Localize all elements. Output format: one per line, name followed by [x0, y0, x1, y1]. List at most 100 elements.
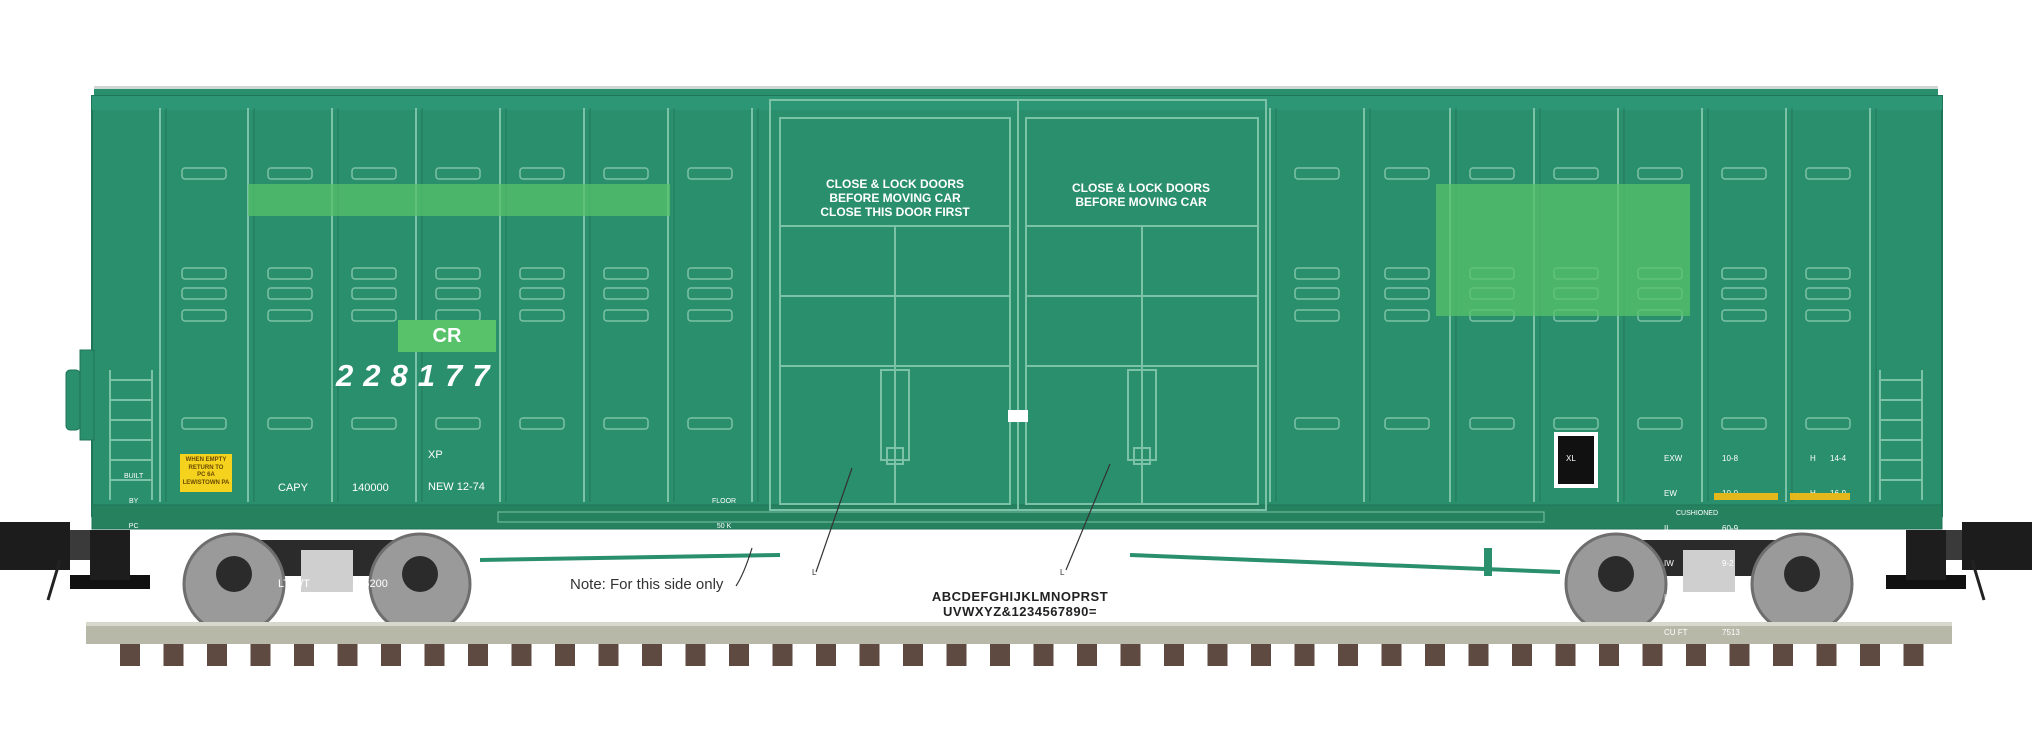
ties	[120, 644, 1924, 666]
panel-slot	[1721, 287, 1767, 300]
highlight-band-left	[248, 184, 670, 216]
reweigh-line: SERVICE	[679, 571, 711, 579]
panel-slot	[181, 309, 227, 322]
panel-slot	[1721, 267, 1767, 280]
side-note: Note: For this side only	[570, 576, 724, 593]
panel-slot	[687, 167, 733, 180]
panel-slot	[1294, 167, 1340, 180]
dimension-label: EXW	[1664, 454, 1683, 464]
panel-slot	[1294, 309, 1340, 322]
panel-slot	[1384, 267, 1430, 280]
spring-pack	[301, 550, 353, 592]
panel-slot	[1469, 417, 1515, 430]
panel-slot	[603, 167, 649, 180]
panel-slot	[603, 287, 649, 300]
dimension-label: IH	[1664, 593, 1672, 603]
tag-line: LEWISTOWN PA	[182, 479, 230, 486]
return-tag: WHEN EMPTY RETURN TO PC 6A LEWISTOWN PA	[180, 454, 232, 492]
yellow-strip-left	[1714, 493, 1778, 500]
warning-line: BEFORE MOVING CAR	[829, 190, 961, 205]
rail-head	[86, 622, 1952, 626]
capacity-label: LT WT	[278, 577, 310, 590]
door-handle	[886, 447, 904, 465]
rail	[86, 622, 1952, 644]
left-ladder	[109, 370, 153, 500]
panel-slot	[351, 417, 397, 430]
panel-slot	[181, 267, 227, 280]
data-plate-text: XL	[1566, 454, 1576, 463]
rail-tie	[1294, 644, 1315, 666]
panel-slot	[1469, 167, 1515, 180]
spring-pack	[1683, 550, 1735, 592]
rail-tie	[468, 644, 488, 666]
roof-cap	[94, 86, 1938, 89]
panel-slot	[519, 267, 565, 280]
rail-tie	[1729, 644, 1750, 666]
panel-slot	[267, 167, 313, 180]
dimension-value: 14-4	[1830, 454, 1847, 464]
dimension-values: 10-8 10-0 60-9 9-2 13-2 7513	[1722, 430, 1740, 662]
leader-label-b: L	[1060, 568, 1065, 577]
rail-tie	[120, 644, 140, 666]
rail-tie	[1599, 644, 1619, 666]
panel-slot	[267, 309, 313, 322]
dimension-value: 9-2	[1722, 558, 1734, 568]
rail-tie	[1512, 644, 1532, 666]
wheel-hub	[1598, 556, 1634, 592]
rail-tie	[816, 644, 836, 666]
capacity-label: CAPY	[278, 481, 308, 494]
right-ladder	[1879, 370, 1923, 500]
panel-slot	[267, 287, 313, 300]
panel-slot	[351, 167, 397, 180]
rail-tie	[163, 644, 184, 666]
car-number: 228177	[336, 358, 500, 393]
wheel-hub	[1784, 556, 1820, 592]
rail-tie	[859, 644, 880, 666]
rail-tie	[1642, 644, 1663, 666]
brake-rod-right	[1129, 553, 1561, 574]
rail-tie	[1338, 644, 1358, 666]
built-date: NEW 12-74	[428, 481, 485, 493]
rail-tie	[381, 644, 401, 666]
door-warning-left: CLOSE & LOCK DOORS BEFORE MOVING CAR CLO…	[820, 177, 970, 219]
panel-slot	[351, 309, 397, 322]
end-stencil-line: PC	[128, 523, 139, 531]
air-reservoir-hanger	[1484, 548, 1492, 576]
panel-slot	[181, 167, 227, 180]
capacity-value: 147800	[352, 529, 389, 542]
rail-tie	[772, 644, 793, 666]
trucks	[182, 532, 1854, 636]
panel-slot	[1384, 287, 1430, 300]
panel-slot	[435, 417, 481, 430]
rail-tie	[729, 644, 749, 666]
panel-slot	[1384, 417, 1430, 430]
warning-line: CLOSE & LOCK DOORS	[825, 177, 964, 191]
panel-slot	[687, 287, 733, 300]
rail-tie	[990, 644, 1010, 666]
door-track	[497, 511, 1545, 523]
floor-line: FLOOR	[712, 497, 737, 505]
alphabet-sample: ABCDEFGHIJKLMNOPRST UVWXYZ&1234567890=	[900, 589, 1140, 620]
rail-tie	[642, 644, 662, 666]
end-stencil: BUILT BY PC	[124, 456, 143, 548]
panel-slot	[1294, 267, 1340, 280]
dimension-label: IL	[1664, 523, 1671, 533]
door-warning-right: CLOSE & LOCK DOORS BEFORE MOVING CAR	[1066, 181, 1216, 210]
yellow-strip-right	[1790, 493, 1850, 500]
alphabet-line: ABCDEFGHIJKLMNOPRST	[931, 589, 1109, 604]
brake-wheel	[65, 349, 95, 441]
warning-line: CLOSE THIS DOOR FIRST	[820, 204, 970, 219]
dimension-right-values: 14-4 16-9	[1830, 430, 1846, 523]
panel-slot	[1805, 417, 1851, 430]
wheel-hub	[402, 556, 438, 592]
rail-tie	[1164, 644, 1184, 666]
capacity-labels: CAPY LD LMT LT WT	[278, 449, 317, 624]
data-plate-inner	[1558, 436, 1594, 484]
rail-tie	[294, 644, 314, 666]
panel-slot	[181, 287, 227, 300]
panel-slot	[1384, 167, 1430, 180]
door-panels	[779, 117, 1259, 505]
end-stencil-line: BY	[128, 497, 139, 505]
capacity-value: 140000	[352, 481, 389, 494]
